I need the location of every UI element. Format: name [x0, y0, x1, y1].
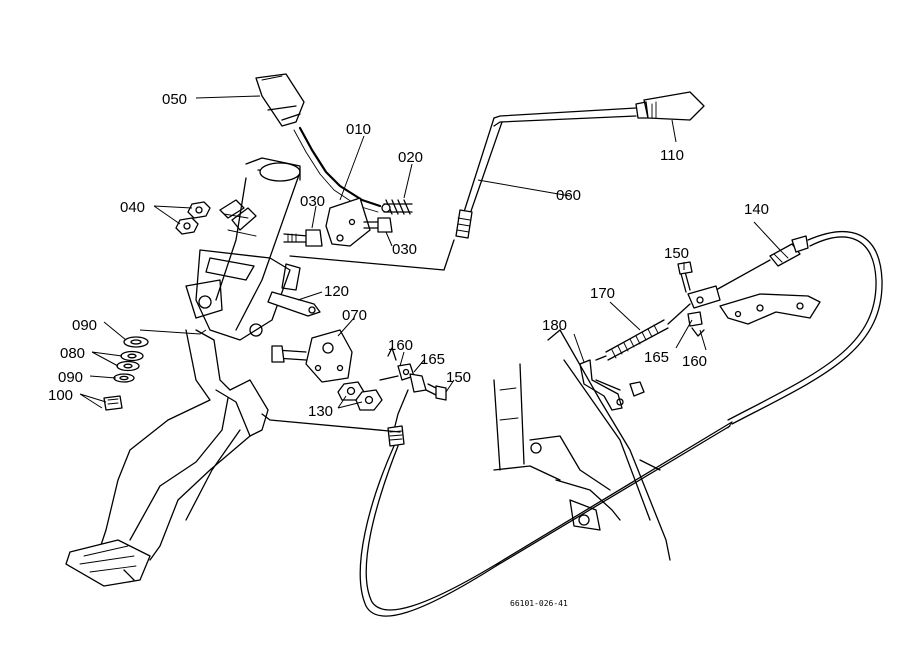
- label-090-bottom: 090: [58, 369, 83, 386]
- label-010: 010: [346, 121, 371, 138]
- spring-170: [595, 303, 691, 361]
- washer-stack: [103, 329, 207, 411]
- leader-lines: [79, 95, 781, 409]
- label-170: 170: [590, 285, 615, 302]
- knob-050: [255, 73, 305, 127]
- pedal-assembly: [65, 157, 301, 587]
- bolt-030-left: [283, 229, 323, 247]
- nuts-130: [337, 381, 383, 411]
- label-050: 050: [162, 91, 187, 108]
- label-080: 080: [60, 345, 85, 362]
- label-030-left: 030: [300, 193, 325, 210]
- label-090-top: 090: [72, 317, 97, 334]
- spring-020: [381, 199, 413, 215]
- rod-060: [289, 107, 637, 271]
- label-150-right: 150: [664, 245, 689, 262]
- label-165-right: 165: [644, 349, 669, 366]
- label-160-right: 160: [682, 353, 707, 370]
- label-140: 140: [744, 201, 769, 218]
- label-020: 020: [398, 149, 423, 166]
- knob-110: [635, 91, 705, 121]
- bolt-030-right: [363, 217, 393, 233]
- clevis-assembly: [677, 261, 721, 337]
- cable-main: [261, 231, 883, 617]
- label-150-left: 150: [446, 369, 471, 386]
- label-040: 040: [120, 199, 145, 216]
- nut-040: [175, 201, 211, 235]
- label-130: 130: [308, 403, 333, 420]
- label-100: 100: [48, 387, 73, 404]
- label-120: 120: [324, 283, 349, 300]
- label-165-left: 165: [420, 351, 445, 368]
- shift-lever-010: [293, 126, 382, 247]
- label-070: 070: [342, 307, 367, 324]
- label-030-right: 030: [392, 241, 417, 258]
- bracket-plate-right: [719, 293, 821, 325]
- label-160-left: 160: [388, 337, 413, 354]
- cable-end-140: [715, 235, 809, 291]
- label-180: 180: [542, 317, 567, 334]
- bracket-120: [267, 263, 321, 317]
- part-labels: 050 010 020 040 030 030 060 110 140 150 …: [48, 91, 769, 608]
- linkage-hardware-left: [379, 347, 447, 401]
- transmission-housing: [493, 329, 671, 561]
- lever-180: [579, 359, 645, 411]
- plate-070: [271, 329, 353, 383]
- label-060: 060: [556, 187, 581, 204]
- label-110: 110: [660, 147, 684, 164]
- drawing-number: 66101-026-41: [510, 599, 568, 608]
